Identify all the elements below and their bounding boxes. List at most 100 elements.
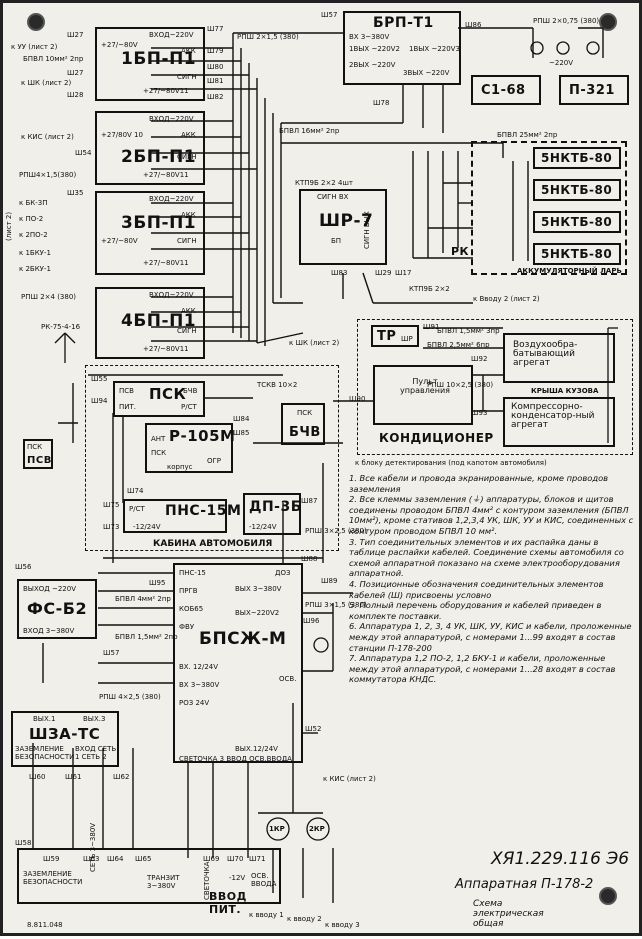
battery-cell: 5НКТБ-80 [533, 147, 621, 169]
mounting-hole [599, 13, 617, 31]
vvod-12v: -12V [229, 874, 246, 882]
bp1-out11-label: +27/~80V11 [143, 87, 189, 95]
bp4-sign-label: СИГН [177, 327, 197, 335]
side-label: (лист 2) [5, 211, 13, 241]
bp2-in-label: ВХОД~220V [149, 115, 194, 123]
side-label: к БК-3П [19, 199, 48, 207]
connector-label: Ш74 [127, 487, 144, 495]
cable-label: РПШ 2×0,75 (380) [533, 17, 600, 25]
shr-7-title: ШР-7 [319, 211, 374, 231]
pult-label: Пульт управления [400, 377, 450, 395]
shr-7-block: СИГН ВХ ШР-7 БП СИГН ВЫХ [299, 189, 387, 265]
connector-label: Ш88 [301, 555, 318, 563]
dp-3b-block: ДП-3Б -12/24V [243, 493, 301, 535]
bp3-block: 3БП-П1 ВХОД~220V АКК +27/~80V СИГН +27/~… [95, 191, 205, 275]
bpszh-port-out12: ВЫХ.12/24V [235, 745, 278, 753]
rk-label: РК [451, 245, 470, 258]
bp3-out-label: +27/~80V [101, 237, 138, 245]
connector-label: Ш57 [321, 11, 338, 19]
r105-ogr: ОГР [207, 457, 221, 465]
bp3-akk-label: АКК [181, 211, 196, 219]
r105-korpus: корпус [167, 463, 193, 471]
bpszh-port-doz: ДОЗ [275, 569, 291, 577]
connector-label: Ш28 [67, 91, 84, 99]
connector-label: Ш79 [207, 47, 224, 55]
pult-block: Пульт управления [373, 365, 473, 425]
bp1-akk-label: АКК [181, 47, 196, 55]
cable-label: к вводу 1 [249, 911, 284, 919]
cable-label: БПВЛ 10мм² 2пр [23, 55, 84, 63]
kr1-label: 1КР [269, 825, 285, 833]
bpszh-port-roz: РОЗ 24V [179, 699, 210, 707]
vvod-tranzit: ТРАНЗИТ 3~380V [147, 874, 180, 890]
bpszh-port-out380: ВЫХ 3~380V [235, 585, 282, 593]
document-subtitle: Схема электрическая общая [473, 899, 544, 929]
bp1-out-label: +27/~80V [101, 41, 138, 49]
air-unit-block: Воздухообра-батывающий агрегат [503, 333, 615, 383]
battery-cell-label: 5НКТБ-80 [541, 183, 613, 197]
cabin-frame [85, 365, 339, 551]
connector-label: Ш59 [43, 855, 60, 863]
connector-label: Ш77 [207, 25, 224, 33]
cable-label: КТП9Б 2×2 [409, 285, 450, 293]
note-item: 7. Аппаратура 1,2 ПО-2, 1,2 БКУ-1 и кабе… [349, 653, 616, 685]
conditioner-title: КОНДИЦИОНЕР [379, 431, 494, 445]
connector-label: Ш89 [321, 577, 338, 585]
connector-label: Ш92 [471, 355, 488, 363]
roof-label: КРЫША КУЗОВА [531, 387, 599, 395]
psk-right1: БЧВ [183, 387, 198, 395]
cable-label: РПШ 4×2,5 (380) [99, 693, 161, 701]
connector-label: Ш27 [67, 31, 84, 39]
note-item: 6. Аппаратура 1, 2, 3, 4 УК, ШК, УУ, КИС… [349, 621, 632, 653]
bp2-akk-label: АКК [181, 131, 196, 139]
cable-label: БПВЛ 16мм² 2пр [279, 127, 340, 135]
bp3-title: 3БП-П1 [121, 213, 197, 233]
connector-label: Ш63 [83, 855, 100, 863]
bpszh-title: БПСЖ-М [199, 629, 287, 649]
shr-7-right-label: СИГН ВЫХ [363, 211, 371, 249]
p-321-title: П-321 [569, 83, 615, 98]
connector-label: Ш57 [103, 649, 120, 657]
connector-label: Ш69 [203, 855, 220, 863]
brp-t1-title: БРП-Т1 [373, 15, 434, 31]
bp4-out11-label: +27/~80V11 [143, 345, 189, 353]
cable-label: ТСКВ 10×2 [257, 381, 298, 389]
cable-label: БПВЛ 2,5мм² 6пр [427, 341, 490, 349]
wiring-layer [32, 27, 618, 903]
notes-list: 1. Все кабели и провода экранированные, … [349, 473, 637, 685]
connector-label: Ш84 [233, 415, 250, 423]
side-label: к 2БКУ-1 [19, 265, 51, 273]
cable-label: к Вводу 2 (лист 2) [473, 295, 540, 303]
bp1-title: 1БП-П1 [121, 49, 197, 69]
connector-label: Ш96 [303, 617, 320, 625]
note-item: 2. Все клеммы заземления (⏚) аппаратуры,… [349, 494, 634, 536]
battery-cell: 5НКТБ-80 [533, 211, 621, 233]
connector-label: Ш29 [375, 269, 392, 277]
bp2-out-label: +27/80V 10 [101, 131, 143, 139]
brp-out3-label: 2ВЫХ ~220V [349, 61, 396, 69]
bp3-in-label: ВХОД~220V [149, 195, 194, 203]
psv-label: ПСК [27, 443, 43, 451]
bpszh-port-fvu: ФВУ [179, 623, 195, 631]
connector-label: Ш83 [331, 269, 348, 277]
cable-label: БПВЛ 25мм² 2пр [497, 131, 558, 139]
cable-label: к вводу 2 [287, 915, 322, 923]
cable-label: к УУ (лист 2) [11, 43, 58, 51]
side-label: к ПО-2 [19, 215, 44, 223]
dp-3b-voltage: -12/24V [249, 523, 277, 531]
tr-block: ТР ШР [371, 325, 419, 347]
brp-out2-label: 1ВЫХ ~220V3 [409, 45, 460, 53]
pns-title: ПНС-15М [165, 503, 242, 519]
connector-label: Ш82 [207, 93, 224, 101]
conditioner-frame [357, 319, 633, 455]
cable-label: РПШ 2×4 (380) [21, 293, 77, 301]
connector-label: Ш65 [135, 855, 152, 863]
bp3-sign-label: СИГН [177, 237, 197, 245]
cable-label: к КИС (лист 2) [21, 133, 74, 141]
connector-label: Ш54 [75, 149, 92, 157]
cable-label: КТП9Б 2×2 4шт [295, 179, 353, 187]
psk-left1: ПСВ [119, 387, 134, 395]
cable-label: РПШ 3×2,5 (380) [305, 527, 367, 535]
bp2-title: 2БП-П1 [121, 147, 197, 167]
connector-label: Ш55 [91, 375, 108, 383]
